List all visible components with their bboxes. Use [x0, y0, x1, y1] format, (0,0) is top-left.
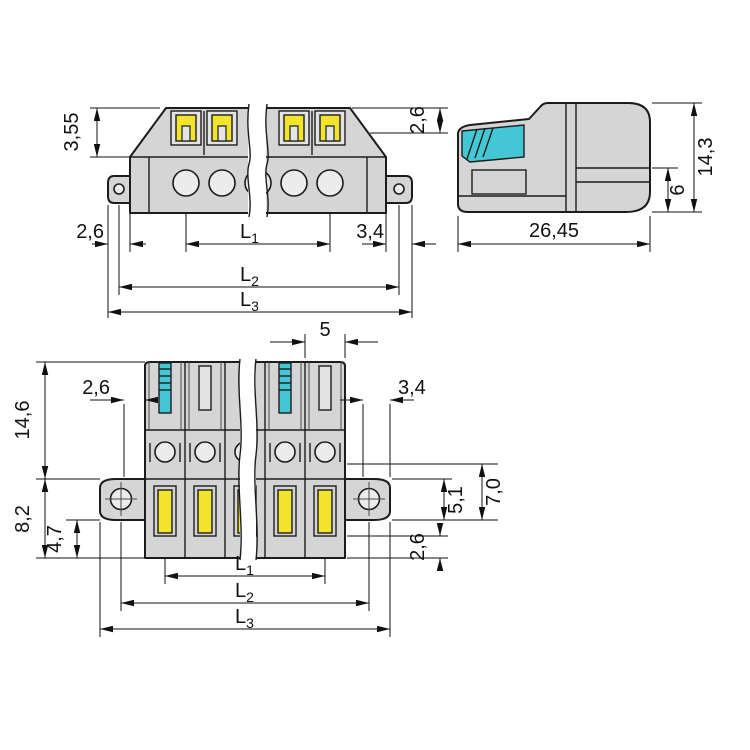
dim-label-26-45: 26,45 — [529, 220, 579, 242]
test-slot — [198, 365, 212, 411]
dim-label-L1: L1 — [240, 221, 259, 246]
dim-label-8-2: 8,2 — [12, 505, 34, 533]
dimension-3-4-right-tab: 3,4 — [356, 221, 436, 248]
break-gap — [248, 104, 266, 217]
dimension-3-4-flange: 3,4 — [340, 377, 426, 477]
dimension-14-6: 14,6 — [12, 361, 145, 480]
dim-label-4-7: 4,7 — [44, 525, 66, 553]
pin-chamber — [273, 485, 297, 537]
pin-section — [153, 485, 337, 537]
lever-windows — [170, 110, 346, 146]
coding-strips — [158, 362, 332, 414]
dimension-L2-bottom: L2 — [121, 580, 369, 607]
dim-label-14-3: 14,3 — [695, 138, 717, 177]
dim-label-5: 5 — [319, 319, 330, 341]
lever-notch — [289, 125, 299, 142]
dimension-6: 6 — [652, 167, 689, 212]
inner-wall-lines — [148, 362, 342, 430]
dim-label-2-6-left: 2,6 — [76, 221, 104, 243]
side-view: 26,45 14,3 6 — [457, 102, 717, 252]
dim-label-3-4: 3,4 — [356, 221, 384, 243]
dimension-2-6-wall: 2,6 — [82, 377, 158, 477]
dimension-5-1: 5,1 — [392, 478, 498, 521]
contact-opening — [316, 169, 344, 197]
lever-grip-line — [466, 128, 478, 160]
dim-label-7-0: 7,0 — [483, 478, 505, 506]
break-line — [247, 103, 251, 218]
dim-label-5-1: 5,1 — [445, 486, 467, 514]
dimension-2-6-left-tab: 2,6 — [76, 221, 146, 248]
dimension-L1-front: L1 — [186, 221, 330, 248]
pin-chamber — [313, 485, 337, 537]
break-line — [254, 358, 258, 561]
contact-opening — [172, 169, 200, 197]
cyan-coding-strip — [158, 362, 172, 414]
dimension-5-pitch: 5 — [270, 319, 378, 358]
contact-socket — [274, 441, 296, 463]
cyan-coding-strip — [278, 362, 292, 414]
dim-label-14-6: 14,6 — [12, 401, 34, 440]
contact-socket — [154, 441, 176, 463]
dimension-26-45: 26,45 — [457, 216, 651, 252]
dim-label-L1: L1 — [235, 553, 254, 578]
test-slot — [318, 365, 332, 411]
dimension-2-6-bottom: 2,6 — [347, 523, 448, 571]
dim-label-2-6-bottom: 2,6 — [407, 533, 429, 561]
dimension-7-0: 7,0 — [347, 463, 505, 520]
dimension-3-55: 3,55 — [61, 107, 160, 158]
latch-slot — [471, 169, 527, 195]
contact-opening — [280, 169, 308, 197]
contact-opening — [208, 169, 236, 197]
extension-lines-bottom — [99, 522, 391, 637]
left-tab-hole — [113, 183, 125, 195]
dim-label-L2: L2 — [235, 580, 254, 605]
yellow-pin-slot — [277, 489, 293, 534]
bottom-view: 5 2,6 3,4 14,6 8,2 — [12, 319, 505, 637]
dimension-L2-front: L2 — [119, 264, 399, 291]
locking-lever-side — [461, 124, 525, 163]
lever-notch — [325, 125, 335, 142]
dim-label-2-6-wall: 2,6 — [82, 377, 110, 399]
dim-label-6: 6 — [667, 184, 689, 195]
dim-label-2-6-right: 2,6 — [407, 106, 429, 134]
break-line — [265, 103, 269, 218]
lever-grip-line — [482, 127, 494, 158]
break-gap — [240, 357, 256, 561]
lever-notch — [217, 125, 227, 142]
contact-socket — [314, 441, 336, 463]
right-tab-hole — [393, 183, 405, 195]
lever-notch — [181, 125, 191, 142]
front-view: 3,55 2,6 2,6 L1 — [61, 103, 448, 318]
contact-socket — [194, 441, 216, 463]
pin-chamber — [193, 485, 217, 537]
dimension-4-7: 4,7 — [44, 519, 100, 558]
dimension-14-3: 14,3 — [652, 102, 717, 213]
lever-grip-line — [474, 127, 486, 159]
dim-label-L2: L2 — [240, 264, 259, 289]
dimension-L1-bottom: L1 — [165, 553, 325, 580]
dimension-L3-bottom: L3 — [100, 606, 390, 633]
dim-label-3-55: 3,55 — [61, 113, 83, 152]
dim-label-3-4-flange: 3,4 — [398, 377, 426, 399]
yellow-pin-slot — [197, 489, 213, 534]
dim-label-L3: L3 — [240, 289, 259, 314]
dimension-L3-front: L3 — [108, 289, 412, 316]
pin-chamber — [153, 485, 177, 537]
dimension-2-6-top-right: 2,6 — [352, 106, 448, 134]
extension-lines-bottom — [107, 205, 413, 318]
yellow-pin-slot — [157, 489, 173, 534]
yellow-pin-slot — [317, 489, 333, 534]
break-line — [238, 358, 242, 561]
dim-label-L3: L3 — [235, 606, 254, 631]
dimension-8-2: 8,2 — [12, 479, 145, 559]
